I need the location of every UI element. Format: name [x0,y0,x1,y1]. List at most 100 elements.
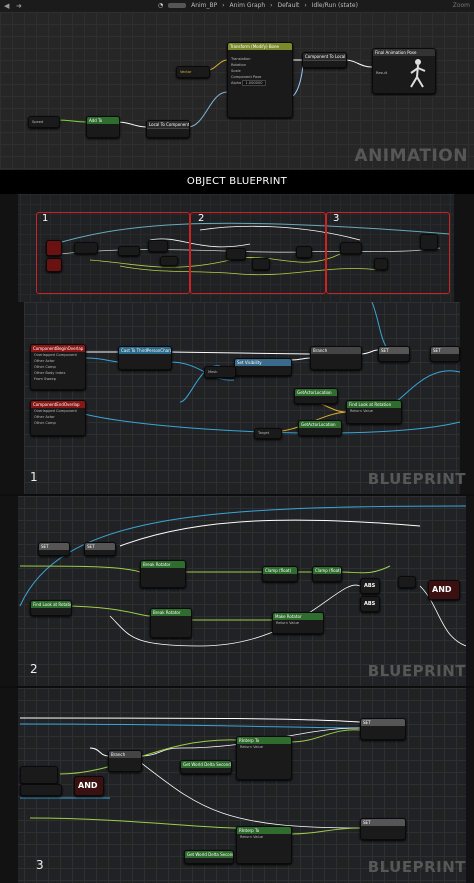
breadcrumb-item-default[interactable]: Default [277,2,300,9]
transform-row-scale: Scale [231,69,241,73]
bp1-wires [83,302,461,434]
break-rotator-title: Break Rotator [141,561,185,568]
rinterp-title: RInterp To [237,737,291,744]
begin-overlap-event-node[interactable]: ComponentBeginOverlap Overlapped Compone… [30,344,86,390]
overview-node[interactable] [252,258,270,270]
get-actor-location-node[interactable]: GetActorLocation [294,388,338,404]
branch-node[interactable]: Branch [108,750,142,772]
blueprint-section-3-canvas[interactable]: SET Branch RInterp To Return Value Get W… [0,688,474,883]
section-number-2: 2 [30,662,38,676]
target-variable-node[interactable]: Target [254,428,282,439]
end-overlap-title: ComponentEndOverlap [31,401,85,408]
return-value-pin: Return Value [240,835,263,839]
set-visibility-node[interactable]: Set Visibility [234,358,292,376]
rinterp-to-node-2[interactable]: RInterp To Return Value [236,826,292,864]
find-look-at-rotation-node[interactable]: Find Look at Rotation Return Value [346,400,402,424]
target-label: Target [258,431,270,435]
blueprint-icon: ◔ [158,2,164,9]
clamp-node-2[interactable] [20,784,62,796]
clamp-node[interactable]: Clamp (float) [262,566,298,582]
breadcrumb-item-anim-graph[interactable]: Anim Graph [229,2,266,9]
end-overlap-event-node[interactable]: ComponentEndOverlap Overlapped Component… [30,400,86,436]
pin-label: Other Comp [34,421,56,425]
set-node[interactable]: SET [38,542,70,556]
break-rotator-node-2[interactable]: Break Rotator [150,608,192,638]
local-to-component-node[interactable]: Local To Component [146,120,190,138]
world-delta-seconds-node-2[interactable]: Get World Delta Seconds [184,850,234,864]
set-node-2[interactable]: SET [430,346,460,362]
section-2-highlight [190,212,326,294]
pin-label: From Sweep [34,377,56,381]
blueprint-overview-canvas[interactable]: 1 2 3 [0,194,474,302]
blueprint-watermark-1: BLUEPRINT [367,470,466,488]
back-arrow-icon[interactable]: ◀ [4,2,10,10]
set-node[interactable]: SET [378,346,410,362]
speed-label: Speed [32,120,44,124]
mesh-variable-node[interactable]: Mesh [204,366,236,378]
blueprint-section-2-canvas[interactable]: SET SET Break Rotator Clamp (float) Clam… [0,496,474,686]
branch-title: Branch [311,347,361,354]
set-node[interactable]: SET [360,718,406,740]
clamp-title: Clamp (float) [313,567,341,574]
cast-node[interactable]: Cast To ThirdPersonCharacter [118,346,172,370]
set-node-2[interactable]: SET [360,818,406,840]
return-value-pin: Return Value [350,409,373,413]
vector-input-node[interactable]: Vector [176,66,210,78]
find-look-at-rotation-node[interactable]: Find Look at Rotation [30,600,72,616]
overview-node[interactable] [374,258,388,270]
clamp-node[interactable] [20,766,58,784]
overview-node[interactable] [420,234,438,250]
speed-variable-node[interactable]: Speed [28,116,60,128]
abs-node-2[interactable]: ABS [360,596,380,612]
cast-title: Cast To ThirdPersonCharacter [119,347,171,354]
world-delta-seconds-node[interactable]: Get World Delta Seconds [180,760,232,774]
make-rotator-node[interactable]: Make Rotator Return Value [272,612,324,634]
overview-node[interactable] [160,256,178,266]
blurred-project-name [168,3,187,8]
section-label-3: 3 [333,213,340,224]
compare-node[interactable] [398,576,416,588]
pin-label: Other Body Index [34,371,66,375]
set-title: SET [361,719,405,726]
breadcrumb-item-state[interactable]: Idle/Run (state) [311,2,358,9]
section-number-1: 1 [30,470,38,484]
rinterp-to-node[interactable]: RInterp To Return Value [236,736,292,780]
mesh-label: Mesh [208,370,218,374]
final-animation-pose-node[interactable]: Final Animation Pose Result [372,48,436,94]
break-rotator-node[interactable]: Break Rotator [140,560,186,588]
breadcrumb-item-anim-bp[interactable]: Anim_BP [191,2,218,9]
overview-node[interactable] [296,246,312,258]
animation-graph-canvas[interactable]: Speed Add To Local To Component Vector T… [0,12,474,170]
break-rotator-title: Break Rotator [151,609,191,616]
blueprint-section-1-canvas[interactable]: ComponentBeginOverlap Overlapped Compone… [0,302,474,494]
transform-modify-bone-node[interactable]: Transform (Modify) Bone Translation Rota… [227,42,293,118]
overview-node[interactable] [118,246,140,256]
and-node[interactable]: AND [428,580,460,600]
pin-label: Overlapped Component [34,409,77,413]
alpha-value[interactable]: 1.000000 [242,80,266,86]
add-node-title: Add To [87,117,119,124]
add-node[interactable]: Add To [86,116,120,138]
abs-node[interactable]: ABS [360,578,380,594]
component-to-local-node[interactable]: Component To Local [302,52,347,68]
world-delta-title: Get World Delta Seconds [185,851,233,858]
running-figure-icon [410,59,426,88]
world-delta-title: Get World Delta Seconds [181,761,231,768]
breadcrumb-sep: › [222,2,225,9]
return-value-pin: Return Value [240,745,263,749]
overview-event-node[interactable] [46,240,62,256]
blueprint-watermark-3: BLUEPRINT [367,858,466,876]
get-actor-location-title: GetActorLocation [295,389,337,396]
overview-node[interactable] [74,242,98,254]
get-actor-location-node-2[interactable]: GetActorLocation [298,420,342,436]
overview-node[interactable] [148,240,168,252]
overview-node[interactable] [226,248,246,260]
clamp-node-2[interactable]: Clamp (float) [312,566,342,582]
component-to-local-title: Component To Local [303,53,346,61]
set-node-2[interactable]: SET [84,542,116,556]
branch-node[interactable]: Branch [310,346,362,370]
and-node[interactable]: AND [74,776,104,796]
overview-event-node[interactable] [46,258,62,272]
forward-arrow-icon[interactable]: ➜ [16,2,22,10]
overview-node[interactable] [340,242,362,254]
